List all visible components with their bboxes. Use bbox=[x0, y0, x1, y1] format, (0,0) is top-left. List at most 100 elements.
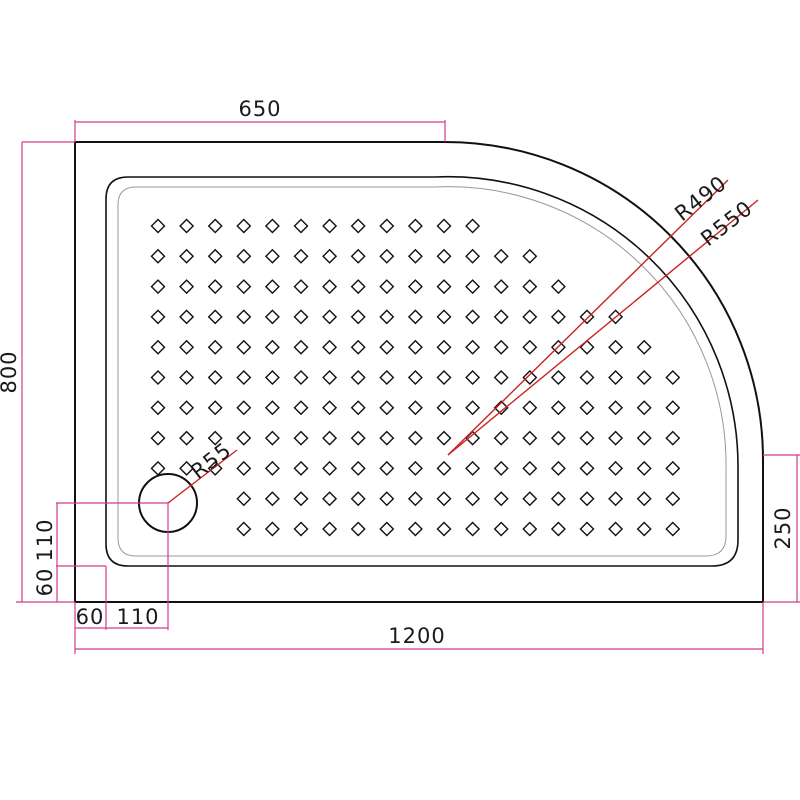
stud-diamond bbox=[236, 430, 252, 446]
stud-diamond bbox=[379, 309, 395, 325]
stud-diamond bbox=[407, 430, 423, 446]
stud-diamond bbox=[436, 279, 452, 295]
stud-diamond bbox=[436, 339, 452, 355]
stud-diamond bbox=[636, 339, 652, 355]
stud-diamond bbox=[293, 430, 309, 446]
radius-callouts: R490 R550 R55 bbox=[167, 171, 759, 504]
stud-diamond bbox=[465, 248, 481, 264]
stud-diamond bbox=[236, 370, 252, 385]
stud-diamond bbox=[350, 430, 366, 446]
stud-diamond bbox=[207, 248, 223, 264]
dimension-side-height: 250 bbox=[763, 454, 800, 603]
stud-diamond bbox=[665, 521, 681, 537]
tray-inner-edge bbox=[117, 186, 727, 557]
stud-diamond bbox=[407, 339, 423, 355]
stud-diamond bbox=[550, 339, 566, 355]
label-radius-drain: R55 bbox=[186, 438, 236, 484]
stud-diamond bbox=[550, 521, 566, 537]
stud-diamond bbox=[322, 339, 338, 355]
stud-diamond bbox=[293, 460, 309, 476]
stud-diamond bbox=[636, 430, 652, 446]
dimension-overall-width: 1200 bbox=[74, 602, 764, 654]
stud-diamond bbox=[264, 309, 280, 325]
stud-diamond bbox=[522, 460, 538, 476]
stud-diamond bbox=[522, 400, 538, 416]
stud-diamond bbox=[322, 460, 338, 476]
stud-diamond bbox=[665, 430, 681, 446]
stud-diamond bbox=[493, 339, 509, 355]
stud-diamond bbox=[236, 521, 252, 537]
stud-diamond bbox=[207, 460, 223, 476]
stud-diamond bbox=[550, 400, 566, 416]
stud-diamond bbox=[179, 279, 195, 295]
label-drain-y-b: 110 bbox=[33, 518, 57, 561]
stud-diamond bbox=[465, 370, 481, 385]
stud-diamond bbox=[522, 309, 538, 325]
label-overall-width: 1200 bbox=[388, 624, 445, 648]
stud-diamond bbox=[236, 400, 252, 416]
stud-diamond bbox=[379, 339, 395, 355]
stud-diamond bbox=[550, 491, 566, 507]
stud-diamond bbox=[207, 430, 223, 446]
stud-diamond bbox=[493, 430, 509, 446]
stud-diamond bbox=[293, 248, 309, 264]
stud-diamond bbox=[179, 218, 195, 234]
stud-diamond bbox=[264, 339, 280, 355]
stud-diamond bbox=[579, 309, 595, 325]
stud-diamond bbox=[264, 400, 280, 416]
stud-diamond bbox=[407, 370, 423, 385]
stud-diamond bbox=[436, 491, 452, 507]
stud-diamond bbox=[465, 339, 481, 355]
stud-diamond bbox=[379, 370, 395, 385]
stud-diamond bbox=[150, 460, 166, 476]
stud-diamond bbox=[350, 521, 366, 537]
stud-diamond bbox=[579, 521, 595, 537]
stud-diamond bbox=[407, 491, 423, 507]
stud-diamond bbox=[350, 279, 366, 295]
stud-diamond bbox=[608, 309, 624, 325]
stud-diamond bbox=[407, 218, 423, 234]
stud-diamond bbox=[465, 521, 481, 537]
stud-diamond bbox=[550, 460, 566, 476]
stud-diamond bbox=[350, 370, 366, 385]
stud-diamond bbox=[379, 248, 395, 264]
stud-diamond bbox=[350, 248, 366, 264]
stud-diamond bbox=[579, 400, 595, 416]
stud-diamond bbox=[436, 370, 452, 385]
stud-diamond bbox=[407, 521, 423, 537]
stud-diamond bbox=[493, 521, 509, 537]
label-drain-x-a: 60 bbox=[76, 605, 105, 629]
stud-diamond bbox=[350, 491, 366, 507]
label-height: 800 bbox=[0, 350, 21, 393]
stud-diamond bbox=[264, 248, 280, 264]
stud-diamond bbox=[150, 400, 166, 416]
stud-diamond bbox=[293, 279, 309, 295]
stud-diamond bbox=[550, 309, 566, 325]
stud-diamond bbox=[493, 309, 509, 325]
stud-diamond bbox=[436, 218, 452, 234]
stud-diamond bbox=[522, 339, 538, 355]
stud-diamond bbox=[579, 460, 595, 476]
stud-diamond bbox=[379, 218, 395, 234]
stud-diamond bbox=[379, 521, 395, 537]
stud-diamond bbox=[407, 309, 423, 325]
label-side-height: 250 bbox=[771, 506, 795, 549]
stud-diamond bbox=[665, 370, 681, 385]
stud-diamond bbox=[293, 521, 309, 537]
stud-diamond bbox=[322, 279, 338, 295]
stud-diamond bbox=[493, 370, 509, 385]
stud-diamond bbox=[150, 248, 166, 264]
stud-diamond bbox=[550, 279, 566, 295]
stud-diamond bbox=[465, 279, 481, 295]
stud-diamond bbox=[379, 491, 395, 507]
stud-diamond bbox=[436, 460, 452, 476]
stud-diamond bbox=[436, 309, 452, 325]
stud-diamond bbox=[379, 430, 395, 446]
stud-diamond bbox=[436, 521, 452, 537]
stud-diamond bbox=[264, 430, 280, 446]
stud-diamond bbox=[493, 279, 509, 295]
stud-diamond bbox=[264, 460, 280, 476]
stud-diamond bbox=[493, 491, 509, 507]
stud-diamond bbox=[465, 491, 481, 507]
